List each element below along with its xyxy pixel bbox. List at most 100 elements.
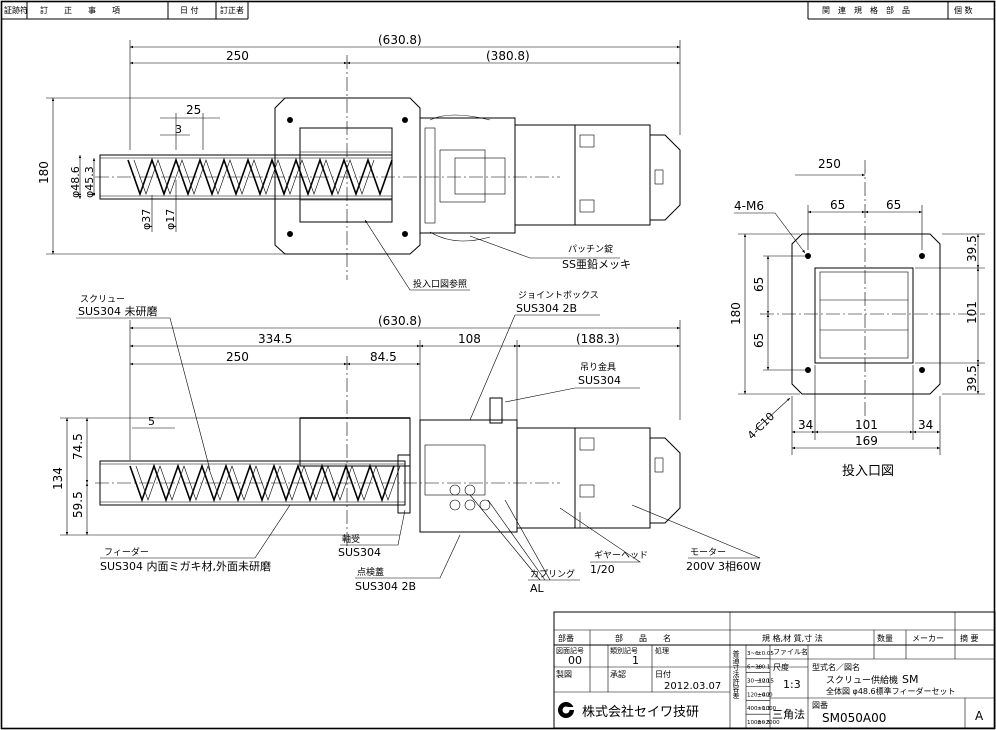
tb-h-qty: 数量 <box>877 633 893 643</box>
dim-pitch: 25 <box>186 103 201 117</box>
tol-range: 1000~2000 <box>747 720 780 726</box>
dim-inner-dia: φ45.3 <box>83 166 96 198</box>
tb-v-model2: SM <box>902 673 918 686</box>
inlet-dim-101h: 101 <box>855 418 878 432</box>
tol-range: 3~6 <box>747 651 759 657</box>
tb-h-note: 摘 要 <box>960 633 979 643</box>
side-view: スクリュー SUS304 未研磨 ジョイントボックス SUS304 2B (63… <box>51 290 761 595</box>
callout-bearing: 軸受 <box>342 533 360 545</box>
revision-header: 証跡符 訂 正 事 項 日 付 訂正者 関 連 規 格 部 品 個 数 <box>1 1 995 20</box>
dim-upper-h: 74.5 <box>71 433 85 460</box>
callout-hook: 吊り金具 <box>580 361 616 373</box>
inlet-dim-65a: 65 <box>830 198 845 212</box>
title-block: 部番 部 品 名 規 格,材 質,寸 法 数量 メーカー 摘 要 図面記号 00… <box>553 611 996 729</box>
dim-right-top: (380.8) <box>486 49 530 63</box>
dim-height-top: 180 <box>37 161 51 184</box>
tb-l-scale: 尺度 <box>773 662 789 672</box>
inlet-dim-180: 180 <box>729 302 743 325</box>
callout-jbox: ジョイントボックス <box>518 290 599 301</box>
tol-value: ±0.05 <box>757 651 774 657</box>
callout-screw: スクリュー <box>80 294 125 305</box>
inlet-dim-65b: 65 <box>886 198 901 212</box>
tol-value: ±0.3 <box>757 706 771 712</box>
callout-gear-value: 1/20 <box>590 563 615 576</box>
callout-feeder-material: SUS304 内面ミガキ材,外面未研磨 <box>100 559 271 573</box>
tb-v-model3: 全体図 φ48.6標準フィーダーセット <box>826 686 955 696</box>
inlet-dim-250: 250 <box>818 157 841 171</box>
tol-range: 120~400 <box>747 692 773 698</box>
callout-jbox-material: SUS304 2B <box>516 302 577 315</box>
tol-range: 400~1000 <box>747 706 777 712</box>
callout-screw-material: SUS304 未研磨 <box>78 305 158 318</box>
header-cell-related: 関 連 規 格 部 品 <box>822 5 910 15</box>
inlet-dim-34b: 34 <box>918 418 933 432</box>
inlet-chamfer-label: 4-C10 <box>745 410 777 442</box>
tb-l-model: 型式名／図名 <box>812 662 860 672</box>
dim-gap: 5 <box>148 415 155 428</box>
inlet-holes-label: 4-M6 <box>734 199 764 213</box>
tb-h-spec: 規 格,材 質,寸 法 <box>762 633 823 643</box>
tb-l-class: 類別記号 <box>610 646 638 655</box>
callout-feeder: フィーダー <box>104 546 149 558</box>
callout-cover: 点検蓋 <box>357 566 384 578</box>
header-cell-content: 訂 正 事 項 <box>40 5 120 15</box>
tb-l-approve: 承認 <box>610 669 626 679</box>
inlet-dim-169: 169 <box>855 434 878 448</box>
tb-v-class: 1 <box>632 654 639 667</box>
dim-left-top: 250 <box>226 49 249 63</box>
callout-coupling: カプリング <box>530 568 575 580</box>
dim-b: 108 <box>458 332 481 346</box>
dim-d: 250 <box>226 350 249 364</box>
callout-coupling-material: AL <box>530 582 545 595</box>
tb-company: 株式会社セイワ技研 <box>582 704 699 720</box>
callout-gear: ギヤーヘッド <box>594 550 648 561</box>
tb-l-draw: 製図 <box>556 669 572 679</box>
dim-lower-h: 59.5 <box>71 491 85 518</box>
inlet-dim-101v: 101 <box>965 301 979 324</box>
inlet-view: 250 4-M6 65 65 180 65 65 <box>729 157 985 479</box>
callout-hook-material: SUS304 <box>578 374 621 387</box>
tb-h-maker: メーカー <box>912 634 944 643</box>
callout-motor: モーター <box>690 547 726 558</box>
inlet-dim-65d: 65 <box>752 333 766 348</box>
header-cell-mark: 証跡符 <box>4 5 28 15</box>
top-view: (630.8) 250 (380.8) 180 25 3 φ48.6 φ45.3… <box>37 33 681 291</box>
dim-total-h: 134 <box>51 467 65 490</box>
dim-overall-top: (630.8) <box>378 33 422 47</box>
inlet-caption: 投入口図 <box>842 463 894 479</box>
dim-outer-dia: φ48.6 <box>69 166 82 198</box>
header-cell-editor: 訂正者 <box>220 5 244 15</box>
tb-v-mark: 00 <box>568 654 582 667</box>
dim-flight: 3 <box>175 123 182 136</box>
company-logo-icon <box>558 702 574 718</box>
tb-tol-label: 普通寸法許容差 <box>732 649 740 699</box>
tol-value: ±0.15 <box>757 679 774 685</box>
tol-range: 6~30 <box>747 665 763 671</box>
callout-cover-material: SUS304 2B <box>355 580 416 593</box>
tol-range: 30~120 <box>747 679 770 685</box>
dim-e: 84.5 <box>370 350 397 364</box>
tb-tol-table: 3~6±0.056~30±0.130~120±0.15120~400±0.240… <box>746 651 780 726</box>
tb-l-process: 処理 <box>655 646 669 655</box>
tb-h-part-name: 部 品 名 <box>615 633 671 643</box>
callout-latch-material: SS亜鉛メッキ <box>562 257 631 271</box>
inlet-dim-34a: 34 <box>798 418 813 432</box>
dim-overall-side: (630.8) <box>378 314 422 328</box>
tb-l-file: ファイル名 <box>773 647 808 656</box>
tb-v-rev: A <box>975 709 984 723</box>
tb-v-model1: スクリュー供給機 <box>826 674 898 686</box>
dim-shaft-dia: φ17 <box>164 209 177 230</box>
inlet-dim-39-5a: 39.5 <box>965 235 979 262</box>
tb-l-dwgno: 図番 <box>812 700 828 710</box>
header-cell-date: 日 付 <box>180 5 199 15</box>
callout-motor-value: 200V 3相60W <box>686 560 761 573</box>
tb-v-proj: 三角法 <box>772 707 805 721</box>
tol-value: ±0.2 <box>757 692 770 698</box>
callout-inlet: 投入口図参照 <box>413 278 467 290</box>
inlet-dim-39-5b: 39.5 <box>965 365 979 392</box>
tb-v-date: 2012.03.07 <box>664 681 721 692</box>
tb-l-date: 日付 <box>655 669 671 679</box>
callout-latch: パッチン錠 <box>568 243 613 255</box>
